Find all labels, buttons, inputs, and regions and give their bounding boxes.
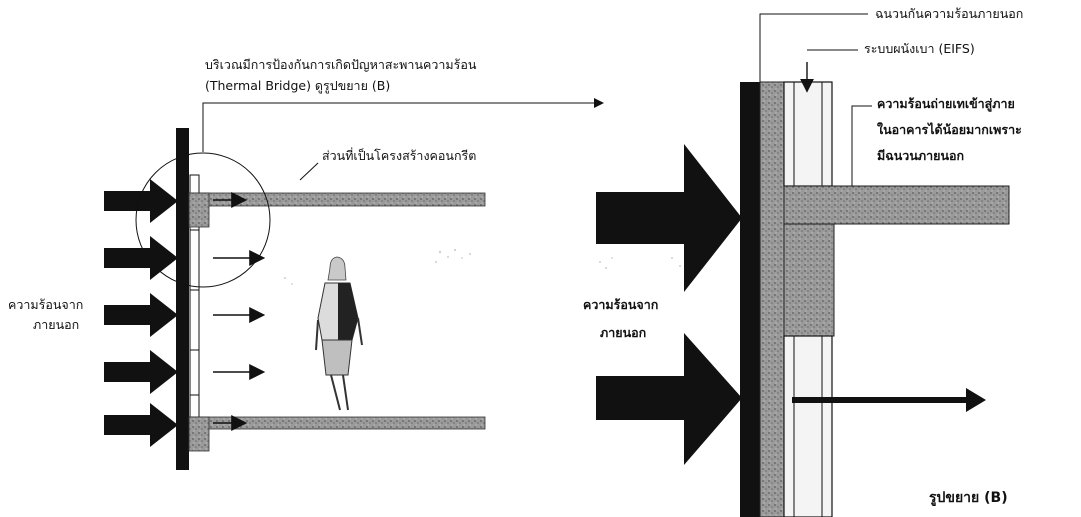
thermal-bridge-callout-line1: บริเวณมีการป้องกันการเกิดปัญหาสะพานความร…: [205, 57, 477, 72]
incoming-heat-arrows-left: [104, 179, 178, 447]
right-heat-label-line1: ความร้อนจาก: [583, 297, 659, 312]
interior-heat-transfer-arrow: [792, 388, 986, 412]
concrete-column: [759, 81, 785, 517]
heat-transfer-leader-line: [851, 105, 872, 186]
heat-transfer-note-line2: ในอาคารได้น้อยมากเพราะ: [877, 122, 1022, 137]
left-heat-label-line2: ภายนอก: [33, 317, 80, 332]
person-figure: [315, 256, 363, 411]
right-heat-label-line2: ภายนอก: [600, 325, 647, 340]
right-detail-drawing: [596, 13, 1010, 517]
lower-beam: [188, 416, 210, 452]
eifs-wall-lower: [783, 335, 833, 517]
left-section-drawing: [104, 98, 681, 470]
concrete-leader-line: [299, 162, 319, 181]
heat-transfer-note-line3: มีฉนวนภายนอก: [877, 148, 965, 163]
thermal-bridge-callout-line2: (Thermal Bridge) ดูรูปขยาย (B): [205, 78, 391, 93]
concrete-floor-slab: [783, 185, 1010, 225]
left-heat-label-line1: ความร้อนจาก: [8, 297, 84, 312]
incoming-heat-arrows-right: [596, 144, 742, 465]
callout-leader-line: [202, 98, 604, 152]
background-speckles: [284, 248, 681, 285]
insulation-leader-line: [759, 13, 868, 82]
interior-heat-arrows: [213, 192, 266, 431]
eifs-wall-upper: [783, 81, 833, 187]
eifs-label: ระบบผนังเบา (EIFS): [864, 41, 975, 56]
concrete-structure-label: ส่วนที่เป็นโครงสร้างคอนกรีต: [322, 148, 477, 163]
external-insulation-label: ฉนวนกันความร้อนภายนอก: [875, 6, 1024, 21]
detail-b-caption: รูปขยาย (B): [929, 490, 1008, 506]
external-insulation-layer: [740, 82, 760, 517]
heat-transfer-note-line1: ความร้อนถ่ายเทเข้าสู่ภาย: [877, 96, 1015, 111]
outer-wall: [176, 128, 189, 470]
beam-drop: [783, 223, 835, 337]
upper-beam: [188, 192, 210, 228]
thermal-bridge-circle: [135, 152, 271, 288]
